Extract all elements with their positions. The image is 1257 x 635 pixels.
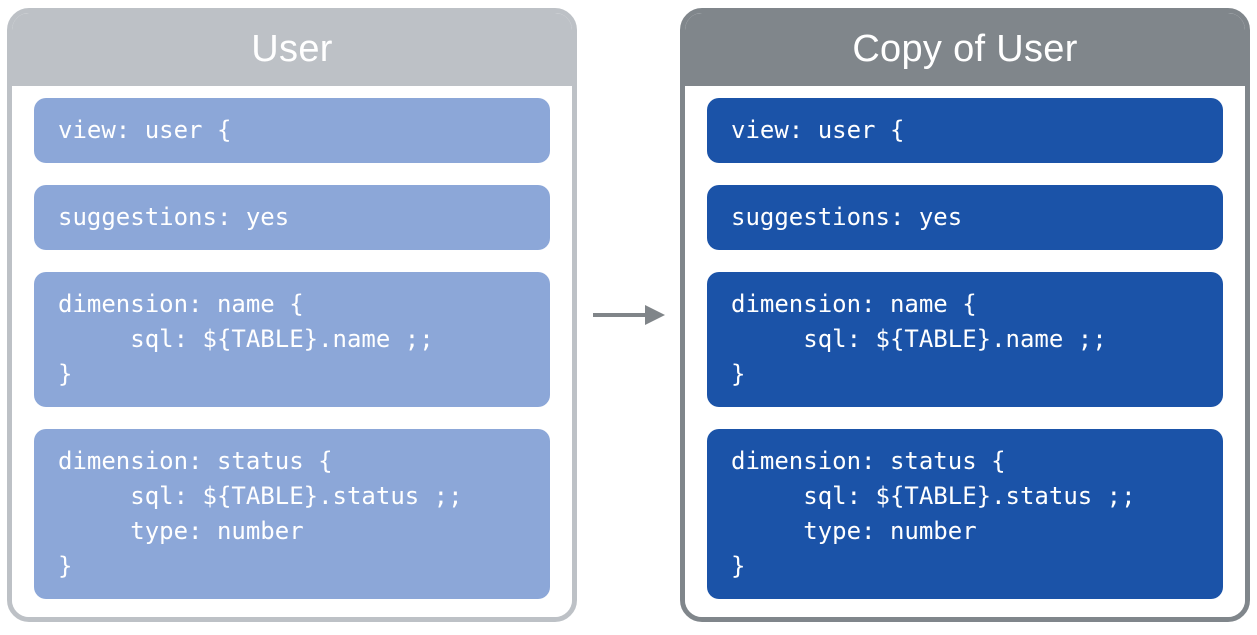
panel-copy-of-user-header: Copy of User <box>685 13 1245 86</box>
panel-copy-of-user-title: Copy of User <box>852 28 1078 70</box>
code-block: suggestions: yes <box>34 185 550 250</box>
code-block: dimension: name { sql: ${TABLE}.name ;; … <box>707 272 1223 407</box>
code-block: dimension: status { sql: ${TABLE}.status… <box>34 429 550 599</box>
code-block: dimension: status { sql: ${TABLE}.status… <box>707 429 1223 599</box>
code-block: view: user { <box>707 98 1223 163</box>
panel-user-body: view: user { suggestions: yes dimension: n… <box>12 86 572 617</box>
right-arrow-icon <box>592 305 665 325</box>
panel-copy-of-user: Copy of User view: user { suggestions: ye… <box>680 8 1250 622</box>
panel-user-title: User <box>251 28 333 70</box>
panel-copy-of-user-body: view: user { suggestions: yes dimension: n… <box>685 86 1245 617</box>
code-block: suggestions: yes <box>707 185 1223 250</box>
panel-user-header: User <box>12 13 572 86</box>
code-block: view: user { <box>34 98 550 163</box>
code-block: dimension: name { sql: ${TABLE}.name ;; … <box>34 272 550 407</box>
arrow-container <box>577 8 680 622</box>
panel-user: User view: user { suggestions: yes dimensi… <box>7 8 577 622</box>
